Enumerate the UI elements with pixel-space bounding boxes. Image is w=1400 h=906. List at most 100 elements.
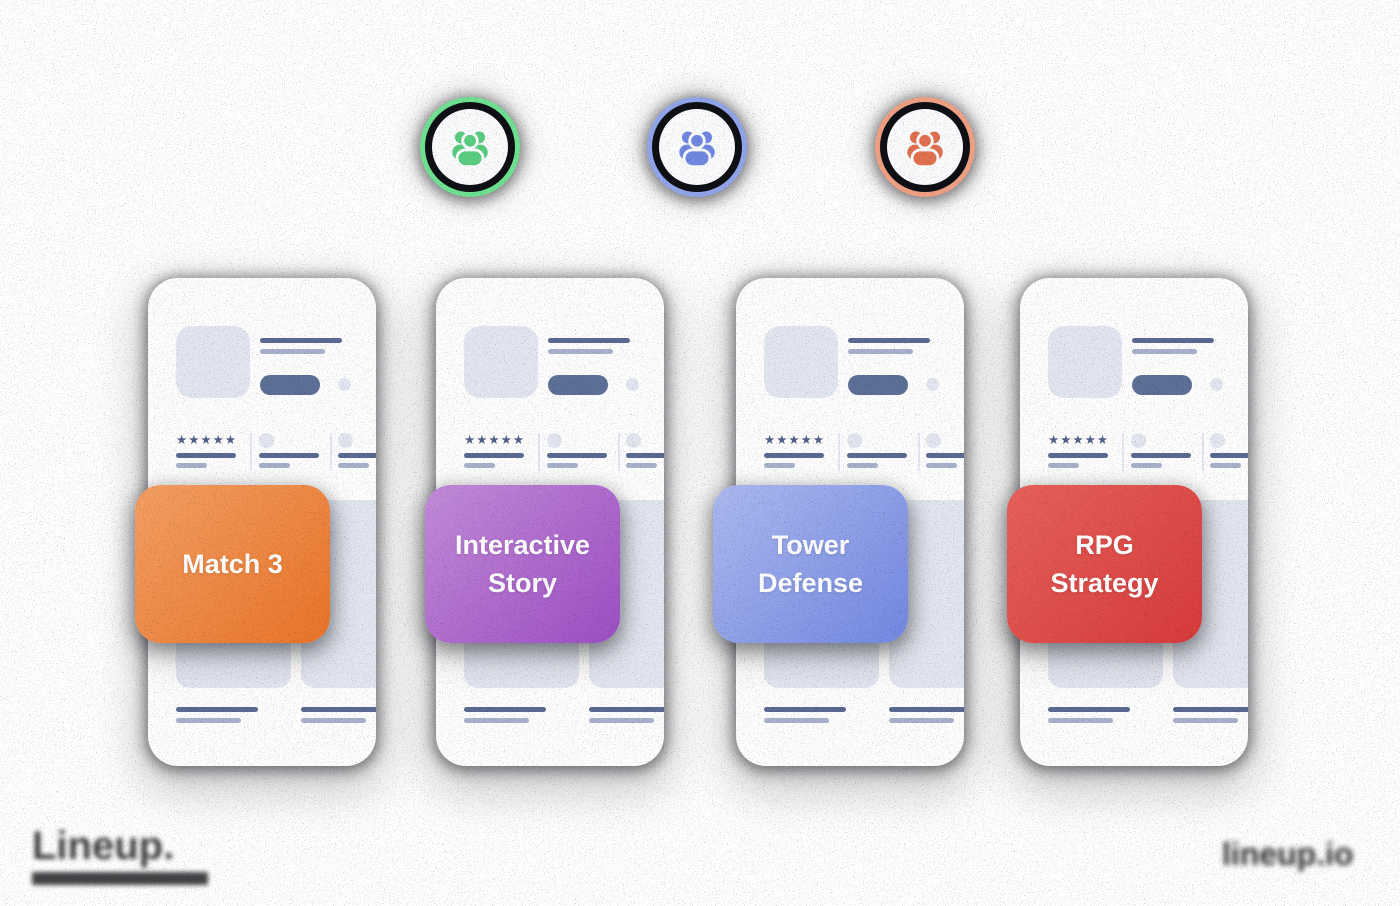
caption-column: [889, 707, 964, 729]
app-icon-placeholder: [176, 326, 250, 398]
text-line-placeholder: [464, 718, 529, 723]
text-line-placeholder: [764, 707, 846, 712]
rating-column: [1131, 433, 1191, 473]
text-line-placeholder: [464, 463, 495, 468]
text-line-placeholder: [301, 707, 376, 712]
caption-column: [589, 707, 664, 729]
text-line-placeholder: [626, 463, 657, 468]
app-subtitle-placeholder: [548, 349, 613, 354]
caption-column: [176, 707, 258, 729]
badge-inner-circle: [432, 109, 508, 185]
text-line-placeholder: [176, 718, 241, 723]
text-line-placeholder: [589, 718, 654, 723]
divider: [618, 433, 620, 471]
star-rating: ★★★★★: [464, 433, 526, 447]
text-line-placeholder: [889, 718, 954, 723]
divider: [330, 433, 332, 471]
genre-card-label: Tower Defense: [757, 530, 864, 598]
badge-circle-placeholder: [259, 433, 274, 448]
app-subtitle-placeholder: [848, 349, 913, 354]
app-title-placeholder: [548, 338, 630, 343]
divider: [918, 433, 920, 471]
divider: [1122, 433, 1124, 471]
caption-column: [764, 707, 846, 729]
app-subtitle-placeholder: [260, 349, 325, 354]
text-line-placeholder: [547, 463, 578, 468]
text-line-placeholder: [338, 463, 369, 468]
genre-card-tower-defense[interactable]: Tower Defense: [713, 485, 908, 643]
star-rating: ★★★★★: [1048, 433, 1110, 447]
text-line-placeholder: [847, 463, 878, 468]
text-line-placeholder: [301, 718, 366, 723]
install-button-placeholder[interactable]: [1132, 375, 1192, 395]
text-line-placeholder: [338, 453, 376, 458]
rating-column: [1210, 433, 1248, 473]
caption-column: [301, 707, 376, 729]
text-line-placeholder: [259, 453, 319, 458]
text-line-placeholder: [1048, 707, 1130, 712]
badge-inner-circle: [659, 109, 735, 185]
genre-card-interactive-story[interactable]: Interactive Story: [425, 485, 620, 643]
badge-circle-placeholder: [547, 433, 562, 448]
text-line-placeholder: [1048, 718, 1113, 723]
badge-circle-placeholder: [338, 433, 353, 448]
ratings-row: ★★★★★: [1020, 433, 1248, 475]
app-subtitle-placeholder: [1132, 349, 1197, 354]
genre-card-match-3[interactable]: Match 3: [135, 485, 330, 643]
text-line-placeholder: [626, 453, 664, 458]
rating-column: [547, 433, 607, 473]
rating-column: [926, 433, 964, 473]
app-title-placeholder: [848, 338, 930, 343]
text-line-placeholder: [464, 453, 524, 458]
caption-column: [464, 707, 546, 729]
app-icon-placeholder: [464, 326, 538, 398]
install-button-placeholder[interactable]: [848, 375, 908, 395]
install-button-placeholder[interactable]: [260, 375, 320, 395]
rating-column: ★★★★★: [764, 433, 825, 473]
text-line-placeholder: [589, 707, 664, 712]
text-line-placeholder: [1210, 463, 1241, 468]
share-icon-placeholder: [926, 378, 939, 391]
share-icon-placeholder: [1210, 378, 1223, 391]
brand-underline-bar: [32, 872, 208, 885]
text-line-placeholder: [926, 463, 957, 468]
genre-card-label: Match 3: [182, 549, 283, 579]
users-icon: [452, 131, 488, 169]
star-rating: ★★★★★: [764, 433, 826, 447]
text-line-placeholder: [176, 453, 236, 458]
rating-column: ★★★★★: [1048, 433, 1109, 473]
install-button-placeholder[interactable]: [548, 375, 608, 395]
text-line-placeholder: [764, 453, 824, 458]
audience-badge-green: [420, 97, 520, 197]
brand-wordmark: Lineup.: [32, 824, 175, 868]
ratings-row: ★★★★★: [148, 433, 376, 475]
badge-circle-placeholder: [1210, 433, 1225, 448]
caption-column: [1173, 707, 1248, 729]
text-line-placeholder: [847, 453, 907, 458]
site-wordmark: lineup.io: [1222, 836, 1354, 872]
ratings-row: ★★★★★: [736, 433, 964, 475]
badge-circle-placeholder: [1131, 433, 1146, 448]
text-line-placeholder: [1173, 718, 1238, 723]
text-line-placeholder: [764, 463, 795, 468]
rating-column: [626, 433, 664, 473]
app-title-placeholder: [1132, 338, 1214, 343]
text-line-placeholder: [547, 453, 607, 458]
text-line-placeholder: [926, 453, 964, 458]
text-line-placeholder: [1048, 463, 1079, 468]
text-line-placeholder: [1131, 463, 1162, 468]
rating-column: [259, 433, 319, 473]
users-icon: [679, 131, 715, 169]
audience-badge-blue: [647, 97, 747, 197]
users-icon: [907, 131, 943, 169]
text-line-placeholder: [176, 707, 258, 712]
genre-card-rpg-strategy[interactable]: RPG Strategy: [1007, 485, 1202, 643]
app-icon-placeholder: [764, 326, 838, 398]
divider: [250, 433, 252, 471]
badge-circle-placeholder: [847, 433, 862, 448]
audience-badges-row: [0, 97, 1400, 197]
divider: [838, 433, 840, 471]
rating-column: ★★★★★: [464, 433, 525, 473]
share-icon-placeholder: [626, 378, 639, 391]
badge-circle-placeholder: [626, 433, 641, 448]
